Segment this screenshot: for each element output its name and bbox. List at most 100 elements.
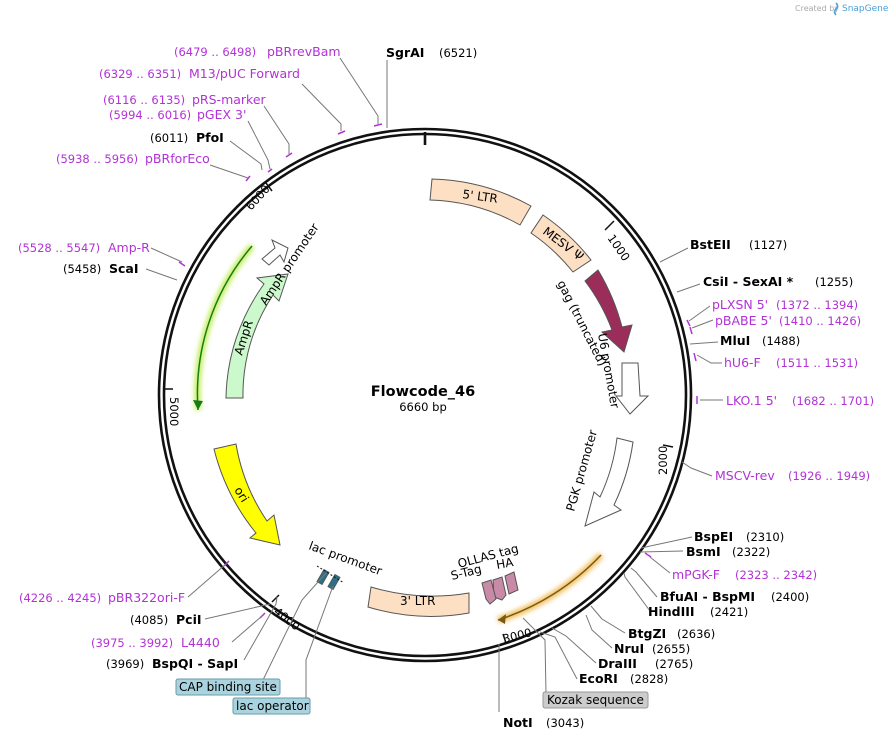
site-bfuai[interactable]: BfuAI - BspMI (2400) [660,589,809,604]
site-pcii[interactable]: (4085) PciI [130,612,202,627]
feature-orf-right[interactable] [496,552,604,624]
feature-ampr[interactable]: AmpR [193,243,289,411]
tick-6000 [265,182,273,192]
site-ecori[interactable]: EcoRI (2828) [579,671,668,686]
site-btgzi-pos: (2636) [677,627,715,641]
leader-ampr-p [150,247,183,263]
label-lacop-box [232,697,311,715]
primer-mscv-range: (1926 .. 1949) [788,469,870,483]
site-ecori-pos: (2828) [630,672,668,686]
label-cap-binding-site[interactable]: CAP binding site [175,678,281,696]
feature-3ltr-label: 3' LTR [400,594,435,608]
primer-prs[interactable]: (6116 .. 6135) pRS-marker [103,92,267,107]
leader-lacop [305,585,334,700]
primer-plxsn[interactable]: pLXSN 5' (1372 .. 1394) [712,297,858,312]
primer-m13[interactable]: (6329 .. 6351) M13/pUC Forward [99,66,300,81]
leader-bspqi [243,596,278,661]
feature-5ltr[interactable]: 5' LTR [429,178,532,226]
primer-l4440-name: L4440 [181,635,220,650]
primer-pbrrevbam-range: (6479 .. 6498) [174,45,256,59]
site-scai[interactable]: (5458) ScaI [63,261,139,276]
site-bspei[interactable]: BspEI (2310) [694,529,784,544]
site-csii-name: CsiI - SexAI * [703,274,794,289]
site-bsteii[interactable]: BstEII (1127) [690,237,787,252]
site-nrui[interactable]: NruI (2655) [614,641,690,656]
mark-hu6 [693,352,697,362]
primer-pbrforeco-name: pBRforEco [145,151,210,166]
site-mlui[interactable]: MluI (1488) [720,333,800,348]
primer-pbr322[interactable]: (4226 .. 4245) pBR322ori-F [19,590,185,605]
tick-label-1000: 1000 [605,232,633,264]
leader-pbrforeco [209,164,249,179]
primer-lko[interactable]: LKO.1 5' (1682 .. 1701) [726,393,874,408]
feature-gag[interactable]: gag (truncated) [554,269,633,368]
primer-hu6-range: (1511 .. 1531) [776,356,858,370]
feature-lac-dash [316,565,345,584]
primer-plxsn-range: (1372 .. 1394) [776,298,858,312]
site-noti[interactable]: NotI (3043) [503,715,584,730]
site-bsmi[interactable]: BsmI (2322) [686,544,770,559]
site-sgrai-pos: (6521) [439,46,477,60]
site-bspqi[interactable]: (3969) BspQI - SapI [106,656,238,671]
primer-pbr322-name: pBR322ori-F [108,590,185,605]
feature-mesv[interactable]: MESV Ψ [530,214,592,273]
primer-pbabe[interactable]: pBABE 5' (1410 .. 1426) [715,313,861,328]
leader-bstgzi [590,605,626,634]
leader-draiii [551,627,597,664]
site-btgzi[interactable]: BtgZI (2636) [628,626,715,641]
site-csii[interactable]: CsiI - SexAI * (1255) [703,274,853,289]
primer-mscv[interactable]: MSCV-rev (1926 .. 1949) [715,468,870,483]
site-bfuai-name: BfuAI - BspMI [660,589,755,604]
tick-3000 [502,633,507,644]
primer-prs-range: (6116 .. 6135) [103,93,185,107]
feature-ori[interactable]: ori [213,443,281,546]
site-pfoi[interactable]: (6011) PfoI [150,130,224,145]
site-nrui-pos: (2655) [652,642,690,656]
primer-l4440[interactable]: (3975 .. 3992) L4440 [91,635,220,650]
primer-mpgk-name: mPGK-F [672,567,720,582]
site-scai-pos: (5458) [63,262,101,276]
primer-pbr322-range: (4226 .. 4245) [19,591,101,605]
feature-gag-shape [584,269,633,353]
primer-pgex[interactable]: (5994 .. 6016) pGEX 3' [109,107,246,122]
tick-label-2000: 2000 [656,446,670,475]
tick-1000 [604,220,615,231]
site-bspqi-pos: (3969) [106,657,144,671]
label-kozak-sequence[interactable]: Kozak sequence [542,691,649,709]
primer-ampr[interactable]: (5528 .. 5547) Amp-R [18,240,150,255]
label-kozak-text: Kozak sequence [547,693,644,707]
site-mlui-name: MluI [720,333,750,348]
primer-pbrrevbam[interactable]: (6479 .. 6498) pBRrevBam [174,44,341,59]
leader-pgex [247,120,271,170]
mark-pbabe [689,326,693,335]
site-sgrai[interactable]: SgrAI (6521) [386,45,477,60]
mark-pbrrevbam [373,123,383,127]
label-lac-operator[interactable]: lac operator [232,697,311,715]
primer-prs-name: pRS-marker [192,92,267,107]
site-hindiii-pos: (2421) [710,605,748,619]
feature-lac-label: lac promoter [307,539,384,578]
mark-plxsn [686,319,691,327]
site-draiii[interactable]: DraIII (2765) [598,656,693,671]
primer-ampr-name: Amp-R [108,240,150,255]
primer-pbabe-name: pBABE 5' [715,313,772,328]
site-bspqi-name: BspQI - SapI [152,656,238,671]
feature-ha-label: HA [495,555,515,572]
feature-pgk-promoter[interactable]: PGK promoter [563,428,634,527]
feature-3ltr[interactable]: 3' LTR [367,586,470,617]
tick-marks [163,182,674,644]
primer-pbrforeco[interactable]: (5938 .. 5956) pBRforEco [56,151,210,166]
primer-mpgk[interactable]: mPGK-F (2323 .. 2342) [672,567,817,582]
feature-ampr-orf-line [196,245,253,411]
primer-hu6[interactable]: hU6-F (1511 .. 1531) [724,355,858,370]
leader-pbrrevbam [339,57,379,124]
primer-m13-range: (6329 .. 6351) [99,67,181,81]
primer-m13-name: M13/pUC Forward [189,66,300,81]
mark-ampr-p [178,261,186,267]
site-hindiii[interactable]: HindIII (2421) [648,604,748,619]
feature-ampr-promoter[interactable]: AmpR promoter [257,221,322,308]
feature-5ltr-label: 5' LTR [462,187,499,206]
tick-label-3000: 3000 [501,625,533,646]
feature-ollas-shape [504,571,519,595]
snapgene-logo: SnapGene [833,2,889,16]
